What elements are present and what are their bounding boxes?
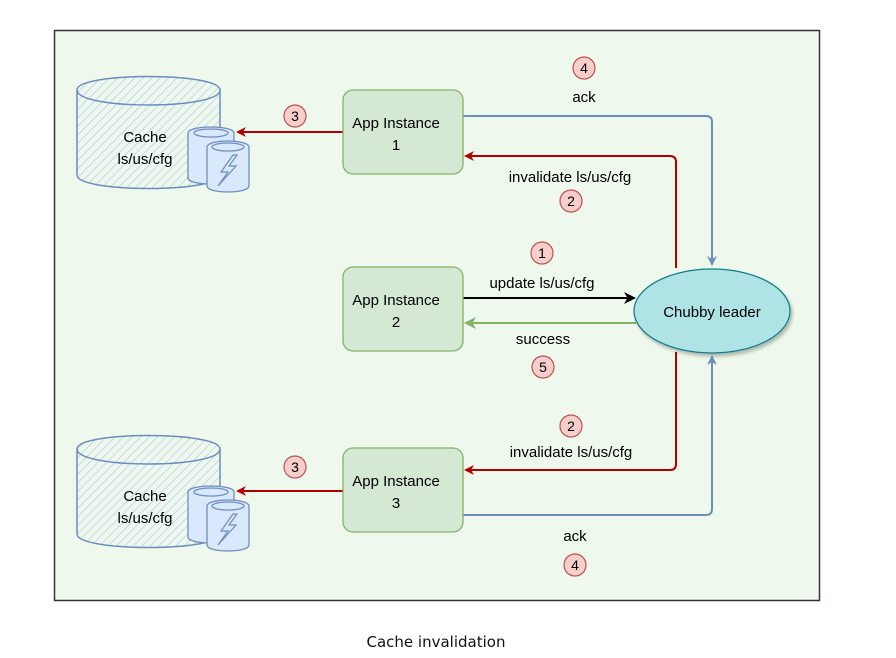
app-instance-number: 2 bbox=[392, 314, 400, 331]
step-badge-circle bbox=[559, 414, 583, 438]
cache-label-1: Cache bbox=[123, 129, 166, 146]
edge-label-success: success bbox=[516, 331, 570, 348]
app-instance-2[interactable]: App Instance 2 bbox=[342, 266, 464, 352]
step-badge-success: 5 bbox=[531, 355, 555, 379]
cache-node-1[interactable]: Cache ls/us/cfg bbox=[76, 75, 250, 193]
edge-ack-top[interactable] bbox=[463, 115, 717, 266]
database-flash-icon bbox=[187, 126, 250, 193]
app-instance-3[interactable]: App Instance 3 bbox=[342, 447, 464, 533]
step-badge-circle bbox=[283, 104, 307, 128]
step-badge-number: 2 bbox=[567, 193, 575, 209]
step-badge-number: 4 bbox=[571, 557, 579, 573]
cache-node-2[interactable]: Cache ls/us/cfg bbox=[76, 434, 250, 552]
step-badge-number: 3 bbox=[291, 459, 299, 475]
database-flash-icon bbox=[187, 485, 250, 552]
cache-cylinder-rim bbox=[76, 448, 221, 465]
edge-label-ack-bottom: ack bbox=[563, 528, 587, 545]
step-badge-invalidate-top: 2 bbox=[559, 189, 583, 213]
step-badge-ack-top: 4 bbox=[572, 56, 596, 80]
cache-label-1: Cache bbox=[123, 488, 166, 505]
cache-cylinder-rim bbox=[76, 89, 221, 106]
app-instance-number: 1 bbox=[392, 137, 400, 154]
step-badge-circle bbox=[572, 56, 596, 80]
step-badge-ack-bottom: 4 bbox=[563, 553, 587, 577]
edge-ack-bottom[interactable] bbox=[463, 355, 717, 516]
edge-label-update: update ls/us/cfg bbox=[489, 275, 594, 292]
step-badge-cache-write-top: 3 bbox=[283, 104, 307, 128]
app-instance-number: 3 bbox=[392, 495, 400, 512]
edge-label-invalidate-bottom: invalidate ls/us/cfg bbox=[510, 444, 633, 461]
step-badge-circle bbox=[283, 455, 307, 479]
cache-label-2: ls/us/cfg bbox=[117, 510, 172, 527]
step-badge-circle bbox=[563, 553, 587, 577]
diagram-caption: Cache invalidation bbox=[367, 633, 506, 651]
edge-label-invalidate-top: invalidate ls/us/cfg bbox=[509, 169, 632, 186]
app-instance-label: App Instance bbox=[352, 115, 440, 132]
chubby-leader-node[interactable]: Chubby leader bbox=[633, 268, 791, 354]
step-badge-invalidate-bottom: 2 bbox=[559, 414, 583, 438]
step-badge-cache-write-bottom: 3 bbox=[283, 455, 307, 479]
edge-invalidate-top[interactable] bbox=[464, 151, 677, 268]
step-badge-number: 2 bbox=[567, 418, 575, 434]
cache-label-2: ls/us/cfg bbox=[117, 151, 172, 168]
edge-label-ack-top: ack bbox=[572, 89, 596, 106]
chubby-leader-label: Chubby leader bbox=[663, 304, 761, 321]
app-instance-label: App Instance bbox=[352, 473, 440, 490]
app-instance-label: App Instance bbox=[352, 292, 440, 309]
app-instance-1[interactable]: App Instance 1 bbox=[342, 89, 464, 175]
step-badge-number: 3 bbox=[291, 108, 299, 124]
step-badge-number: 5 bbox=[539, 359, 547, 375]
step-badge-update: 1 bbox=[530, 241, 554, 265]
step-badge-number: 1 bbox=[538, 245, 546, 261]
step-badge-number: 4 bbox=[580, 60, 588, 76]
step-badge-circle bbox=[530, 241, 554, 265]
step-badge-circle bbox=[531, 355, 555, 379]
edge-invalidate-bottom[interactable] bbox=[464, 352, 677, 475]
step-badge-circle bbox=[559, 189, 583, 213]
